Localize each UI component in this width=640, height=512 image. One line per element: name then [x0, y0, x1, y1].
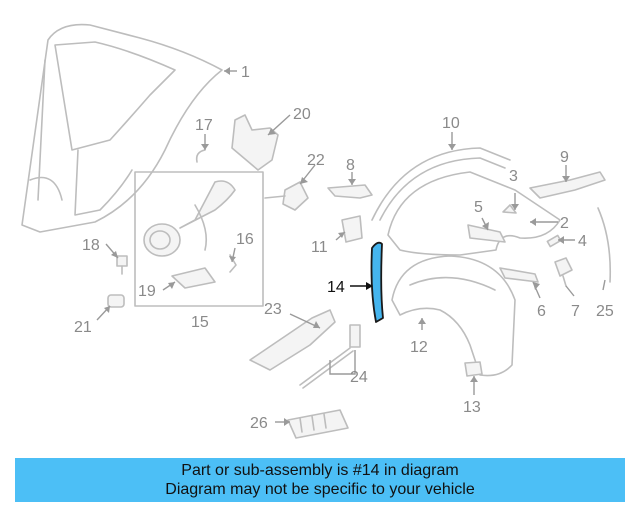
parts-diagram: 1 2 3 4 5 6 7 8 9 10 11 12 13 14 15 16 1…	[21, 23, 614, 439]
part-19-bracket[interactable]	[171, 267, 216, 289]
part-23-bracket[interactable]	[249, 309, 336, 371]
part-15-fuel-door-box	[134, 171, 264, 307]
part-18-bolt[interactable]	[116, 255, 128, 275]
info-banner: Part or sub-assembly is #14 in diagram D…	[15, 458, 625, 502]
callout-13[interactable]: 13	[463, 399, 481, 416]
callout-8[interactable]: 8	[346, 157, 355, 174]
callout-3[interactable]: 3	[509, 168, 518, 185]
part-25-seal-strip[interactable]	[597, 207, 612, 283]
callout-17[interactable]: 17	[195, 117, 213, 134]
part-26-vent[interactable]	[287, 409, 349, 439]
part-21-grommet[interactable]	[107, 294, 125, 308]
callout-6[interactable]: 6	[537, 303, 546, 320]
part-3-clip[interactable]	[502, 204, 517, 214]
callout-4[interactable]: 4	[578, 233, 587, 250]
callout-9[interactable]: 9	[560, 149, 569, 166]
callout-22[interactable]: 22	[307, 152, 325, 169]
part-4-plug[interactable]	[546, 234, 562, 248]
callout-23[interactable]: 23	[264, 301, 282, 318]
part-9-bracket[interactable]	[529, 171, 606, 199]
part-13-clip[interactable]	[464, 361, 483, 377]
part-24-strut[interactable]	[299, 324, 361, 389]
part-14-highlighted-trim[interactable]	[370, 241, 384, 323]
callout-11[interactable]: 11	[311, 239, 328, 256]
part-8-bracket[interactable]	[327, 184, 373, 199]
callout-21[interactable]: 21	[74, 319, 92, 336]
callout-2[interactable]: 2	[560, 215, 569, 232]
part-15-fuel-door[interactable]	[143, 180, 236, 257]
part-12-inner-liner[interactable]	[391, 255, 516, 377]
callout-5[interactable]: 5	[474, 199, 483, 216]
banner-line-2: Diagram may not be specific to your vehi…	[165, 481, 475, 498]
callout-20[interactable]: 20	[293, 106, 311, 123]
part-7-push-pin[interactable]	[554, 257, 573, 287]
part-17-clip[interactable]	[195, 149, 206, 163]
part-1-quarter-panel[interactable]	[21, 23, 223, 233]
callout-19[interactable]: 19	[138, 283, 156, 300]
part-20-bracket[interactable]	[231, 114, 279, 171]
callout-18[interactable]: 18	[82, 237, 100, 254]
callout-14[interactable]: 14	[327, 279, 345, 296]
callout-25[interactable]: 25	[596, 303, 614, 320]
callout-16[interactable]: 16	[236, 231, 254, 248]
callout-10[interactable]: 10	[442, 115, 460, 132]
banner-line-1: Part or sub-assembly is #14 in diagram	[181, 462, 459, 479]
part-5-bracket[interactable]	[467, 224, 506, 243]
part-11-pad[interactable]	[341, 215, 363, 243]
part-10-arch-molding[interactable]	[371, 147, 511, 221]
callout-12[interactable]: 12	[410, 339, 428, 356]
part-22-actuator[interactable]	[264, 181, 309, 211]
callout-labels: 1 2 3 4 5 6 7 8 9 10 11 12 13 14 15 16 1…	[74, 64, 614, 432]
callout-7[interactable]: 7	[571, 303, 580, 320]
callout-15[interactable]: 15	[191, 314, 209, 331]
callout-24[interactable]: 24	[350, 369, 368, 386]
callout-1[interactable]: 1	[241, 64, 250, 81]
part-6-seal[interactable]	[499, 267, 539, 283]
leader-lines	[96, 67, 606, 426]
part-2-outer-liner[interactable]	[387, 171, 561, 256]
callout-26[interactable]: 26	[250, 415, 268, 432]
